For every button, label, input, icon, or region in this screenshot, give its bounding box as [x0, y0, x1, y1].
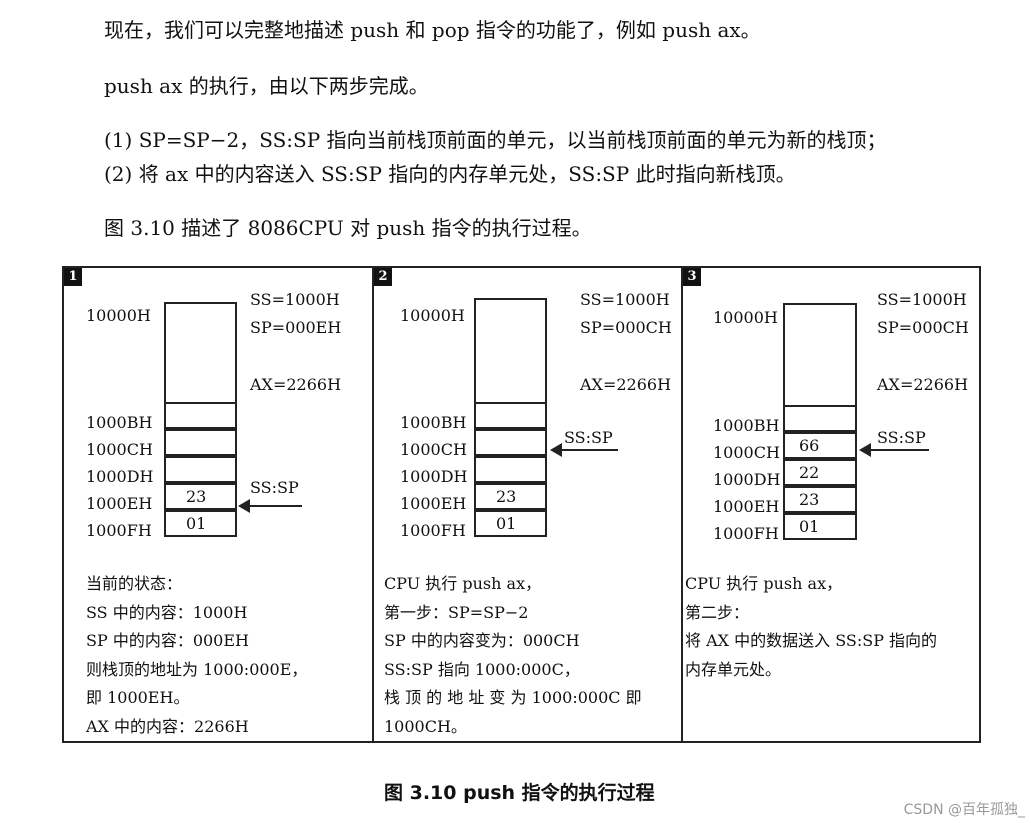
desc-line: SP 中的内容：000EH — [86, 631, 249, 650]
row-address: 1000BH — [713, 416, 780, 435]
stack-dash-left — [164, 304, 166, 402]
desc-line: SS:SP 指向 1000:000C， — [384, 659, 580, 679]
row-address: 1000FH — [400, 521, 466, 540]
stack-dash-left — [474, 300, 476, 402]
panel-description: CPU 执行 push ax， 第二步： 将 AX 中的数据送入 SS:SP 指… — [685, 570, 937, 684]
sp-value: SP=000EH — [250, 318, 342, 337]
stack-cell: 66 — [783, 432, 857, 459]
stack-cell — [164, 402, 237, 429]
ss-value: SS=1000H — [877, 290, 967, 309]
panel-number: 3 — [683, 268, 701, 286]
top-address: 10000H — [86, 306, 151, 325]
watermark: CSDN @百年孤独_ — [903, 802, 1025, 818]
pointer-arrow — [238, 499, 302, 513]
stack-cell — [474, 402, 547, 429]
row-address: 1000CH — [400, 440, 467, 459]
row-address: 1000DH — [400, 467, 468, 486]
stack-top-region — [783, 303, 857, 405]
desc-line: 即 1000EH。 — [86, 688, 190, 707]
ax-value: AX=2266H — [877, 375, 969, 394]
pointer-label: SS:SP — [564, 428, 613, 447]
stack-cell: 23 — [783, 486, 857, 513]
row-address: 1000EH — [400, 494, 467, 513]
desc-line: 第一步：SP=SP−2 — [384, 602, 529, 622]
step-2: (2) 将 ax 中的内容送入 SS:SP 指向的内存单元处，SS:SP 此时指… — [104, 162, 796, 186]
pointer-label: SS:SP — [250, 478, 299, 497]
desc-line: AX 中的内容：2266H — [86, 716, 249, 736]
figure-caption: 图 3.10 push 指令的执行过程 — [384, 782, 655, 804]
panel-number: 1 — [64, 268, 82, 286]
stack-cell — [474, 456, 547, 483]
desc-line: 当前的状态： — [86, 574, 183, 593]
paragraph-intro: 现在，我们可以完整地描述 push 和 pop 指令的功能了，例如 push a… — [104, 18, 761, 42]
panel-description: CPU 执行 push ax， 第一步：SP=SP−2 SP 中的内容变为：00… — [384, 570, 642, 741]
figure-push-process: 1 10000H SS=1000H SP=000EH AX=2266H 1000… — [62, 266, 981, 743]
stack-cell: 01 — [783, 513, 857, 540]
row-address: 1000DH — [713, 470, 781, 489]
stack-top-region — [164, 302, 237, 402]
ax-value: AX=2266H — [580, 375, 672, 394]
row-address: 1000EH — [713, 497, 780, 516]
pointer-label: SS:SP — [877, 428, 926, 447]
sp-value: SP=000CH — [877, 318, 969, 337]
pointer-arrow — [550, 443, 618, 457]
row-address: 1000CH — [713, 443, 780, 462]
desc-line: 内存单元处。 — [685, 659, 782, 679]
pointer-arrow — [859, 443, 929, 457]
stack-cell — [783, 405, 857, 432]
row-address: 1000CH — [86, 440, 153, 459]
ss-value: SS=1000H — [250, 290, 340, 309]
stack-cell: 23 — [474, 483, 547, 510]
stack-cell — [474, 429, 547, 456]
row-address: 1000FH — [86, 521, 152, 540]
ax-value: AX=2266H — [250, 375, 342, 394]
stack-cell: 23 — [164, 483, 237, 510]
desc-line: 第二步： — [685, 602, 750, 622]
paragraph-figure-ref: 图 3.10 描述了 8086CPU 对 push 指令的执行过程。 — [104, 216, 592, 240]
stack-cell: 22 — [783, 459, 857, 486]
sp-value: SP=000CH — [580, 318, 672, 337]
ss-value: SS=1000H — [580, 290, 670, 309]
step-1: (1) SP=SP−2，SS:SP 指向当前栈顶前面的单元，以当前栈顶前面的单元… — [104, 128, 887, 152]
row-address: 1000FH — [713, 524, 779, 543]
row-address: 1000BH — [86, 413, 153, 432]
row-address: 1000EH — [86, 494, 153, 513]
desc-line: 则栈顶的地址为 1000:000E， — [86, 659, 308, 679]
row-address: 1000DH — [86, 467, 154, 486]
panel-1: 1 10000H SS=1000H SP=000EH AX=2266H 1000… — [64, 268, 372, 741]
desc-line: CPU 执行 push ax， — [384, 574, 542, 593]
desc-line: 将 AX 中的数据送入 SS:SP 指向的 — [685, 631, 938, 650]
row-address: 1000BH — [400, 413, 467, 432]
stack-cell: 01 — [474, 510, 547, 537]
top-address: 10000H — [713, 308, 778, 327]
stack-cell: 01 — [164, 510, 237, 537]
desc-line: CPU 执行 push ax， — [685, 574, 843, 593]
panel-description: 当前的状态： SS 中的内容：1000H SP 中的内容：000EH 则栈顶的地… — [86, 570, 307, 741]
panel-3: 3 10000H SS=1000H SP=000CH AX=2266H 1000… — [681, 268, 979, 741]
stack-top-region — [474, 298, 547, 402]
panel-number: 2 — [374, 268, 392, 286]
paragraph-steps-intro: push ax 的执行，由以下两步完成。 — [104, 74, 429, 98]
stack-cell — [164, 429, 237, 456]
desc-line: 栈 顶 的 地 址 变 为 1000:000C 即 — [384, 688, 642, 707]
desc-line: 1000CH。 — [384, 716, 467, 736]
panel-2: 2 10000H SS=1000H SP=000CH AX=2266H 1000… — [372, 268, 681, 741]
stack-dash-left — [783, 305, 785, 405]
desc-line: SS 中的内容：1000H — [86, 602, 248, 622]
top-address: 10000H — [400, 306, 465, 325]
desc-line: SP 中的内容变为：000CH — [384, 631, 580, 650]
stack-cell — [164, 456, 237, 483]
